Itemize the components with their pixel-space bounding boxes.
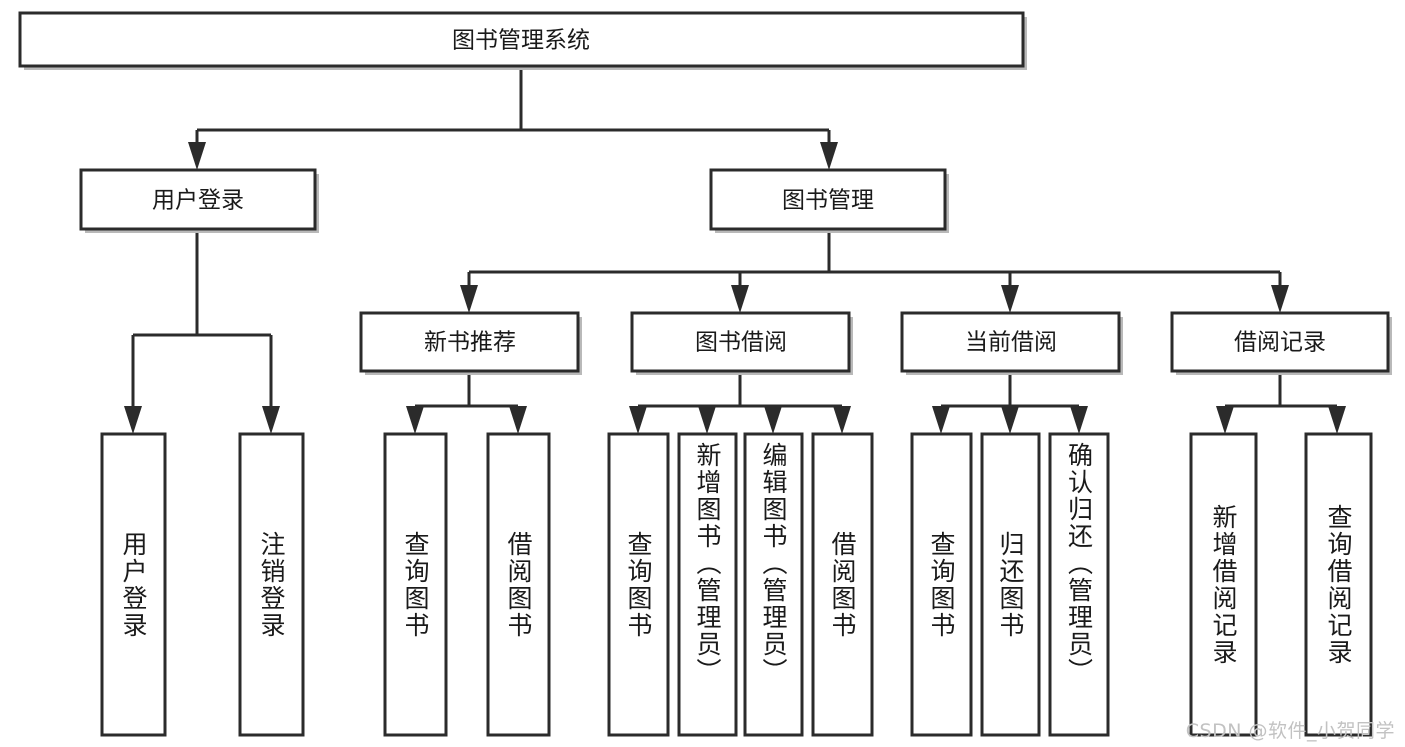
node-new-book-recommend-box[interactable]	[359, 311, 580, 373]
node-user-login-label: 用户登录	[152, 188, 244, 214]
arrow-head-leaf-borrow-book-2	[833, 406, 851, 434]
node-borrow-record-box[interactable]	[1170, 311, 1390, 373]
arrow-head-leaf-query-borrow-record	[1328, 406, 1346, 434]
arrow-head-new-book-recommend	[460, 285, 478, 313]
arrow-head-user-login	[188, 142, 206, 170]
arrow-head-book-borrow	[731, 285, 749, 313]
node-new-book-recommend-label: 新书推荐	[424, 330, 516, 356]
node-current-borrow[interactable]: 当前借阅	[900, 311, 1123, 375]
arrow-head-current-borrow	[1001, 285, 1019, 313]
leaf-box-borrow-book-1[interactable]	[486, 432, 551, 737]
leaf-box-user-login[interactable]	[100, 432, 167, 737]
leaf-box-query-book-3[interactable]	[910, 432, 973, 737]
leaf-box-query-book-2[interactable]	[607, 432, 670, 737]
arrow-head-leaf-query-book-1	[406, 406, 424, 434]
arrow-head-leaf-query-book-2	[629, 406, 647, 434]
node-title-label: 图书管理系统	[452, 28, 590, 54]
leaf-boxes	[100, 432, 1373, 737]
node-user-login[interactable]: 用户登录	[79, 168, 319, 233]
node-borrow-record-label: 借阅记录	[1234, 330, 1326, 356]
node-user-login-box[interactable]	[79, 168, 317, 231]
leaf-box-edit-book[interactable]	[743, 432, 804, 737]
leaf-box-return-book[interactable]	[980, 432, 1041, 737]
node-title-box[interactable]	[18, 11, 1025, 68]
arrow-head-leaf-edit-book	[764, 406, 782, 434]
leaf-box-logout-login[interactable]	[238, 432, 305, 737]
arrow-head-leaf-add-borrow-record	[1216, 406, 1234, 434]
arrow-head-leaf-return-book	[1001, 406, 1019, 434]
node-title[interactable]: 图书管理系统	[18, 11, 1027, 70]
node-borrow-record[interactable]: 借阅记录	[1170, 311, 1392, 375]
leaf-box-borrow-book-2[interactable]	[811, 432, 874, 737]
leaf-box-query-borrow-record[interactable]	[1304, 432, 1373, 737]
node-book-borrow[interactable]: 图书借阅	[630, 311, 853, 375]
connector-layer	[124, 66, 1346, 434]
arrow-head-borrow-record	[1271, 285, 1289, 313]
arrow-head-book-manage	[820, 142, 838, 170]
leaf-box-query-book-1[interactable]	[383, 432, 448, 737]
node-current-borrow-label: 当前借阅	[965, 330, 1057, 356]
node-book-manage[interactable]: 图书管理	[709, 168, 949, 233]
node-current-borrow-box[interactable]	[900, 311, 1121, 373]
arrow-head-leaf-query-book-3	[932, 406, 950, 434]
node-new-book-recommend[interactable]: 新书推荐	[359, 311, 582, 375]
leaf-box-confirm-return[interactable]	[1048, 432, 1110, 737]
node-book-manage-box[interactable]	[709, 168, 947, 231]
node-book-manage-label: 图书管理	[782, 188, 874, 214]
arrow-head-leaf-add-book	[698, 406, 716, 434]
arrow-head-leaf-borrow-book-1	[509, 406, 527, 434]
leaf-box-add-borrow-record[interactable]	[1189, 432, 1258, 737]
csdn-watermark: CSDN @软件_小贺同学	[1185, 720, 1395, 742]
arrow-head-leaf-confirm-return	[1070, 406, 1088, 434]
leaf-box-add-book[interactable]	[677, 432, 738, 737]
arrow-head-leaf-user-login	[124, 406, 142, 434]
node-book-borrow-label: 图书借阅	[695, 330, 787, 356]
arrow-head-leaf-logout-login	[262, 406, 280, 434]
node-book-borrow-box[interactable]	[630, 311, 851, 373]
